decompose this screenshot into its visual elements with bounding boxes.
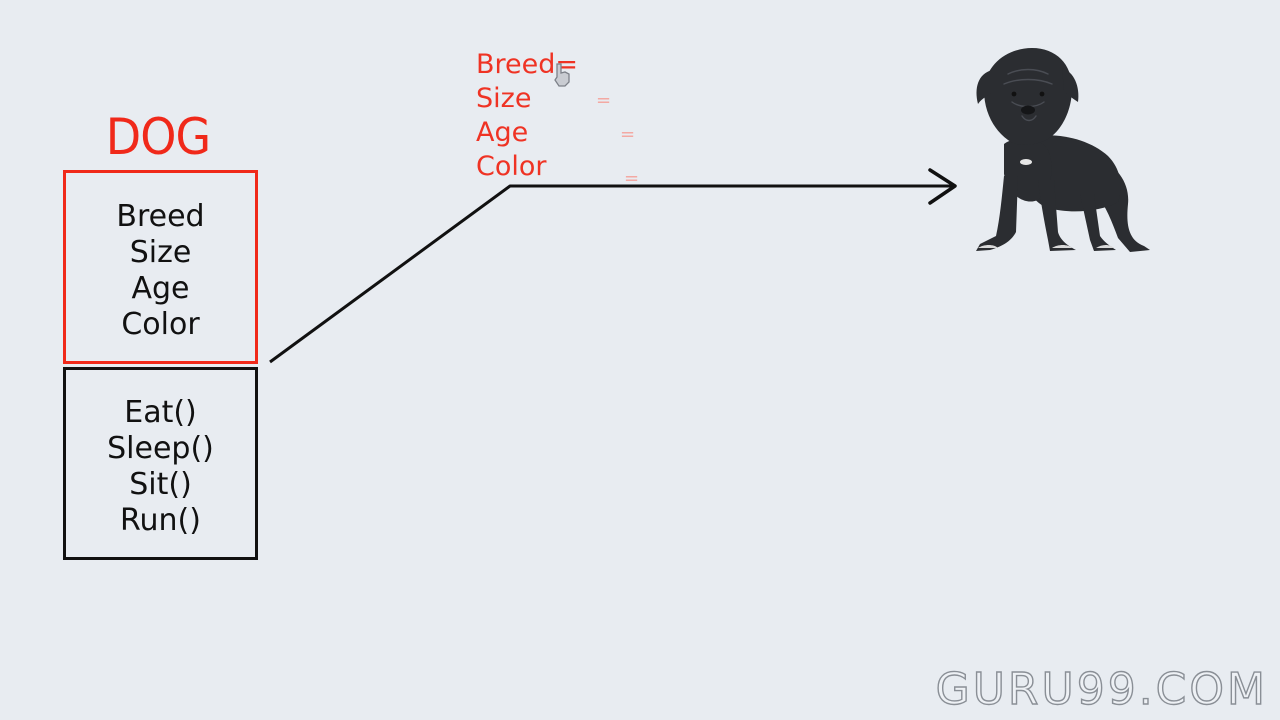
attribute-size: Size (129, 235, 192, 270)
attribute-breed: Breed (116, 199, 205, 234)
property-age: Age = (476, 116, 635, 150)
property-age-label: Age (476, 117, 529, 148)
class-title: DOG (105, 108, 211, 166)
methods-box: Eat() Sleep() Sit() Run() (63, 367, 258, 560)
property-size-label: Size (476, 83, 532, 114)
hand-pointer-icon (554, 63, 570, 87)
method-sit: Sit() (129, 467, 192, 502)
attribute-color: Color (121, 307, 200, 342)
watermark-logo: GURU99.COM (935, 664, 1268, 715)
method-eat: Eat() (124, 395, 197, 430)
methods-list: Eat() Sleep() Sit() Run() (66, 370, 255, 539)
attribute-age: Age (131, 271, 190, 306)
property-color-label: Color (476, 151, 547, 182)
method-run: Run() (120, 503, 201, 538)
attributes-box: Breed Size Age Color (63, 170, 258, 364)
equals-sign: = (620, 124, 636, 145)
dog-photo (976, 48, 1150, 252)
method-sleep: Sleep() (107, 431, 214, 466)
property-size: Size = (476, 82, 611, 116)
equals-sign: = (596, 90, 612, 111)
attributes-list: Breed Size Age Color (66, 173, 255, 343)
property-color: Color = (476, 150, 639, 189)
equals-sign: = (624, 168, 640, 189)
